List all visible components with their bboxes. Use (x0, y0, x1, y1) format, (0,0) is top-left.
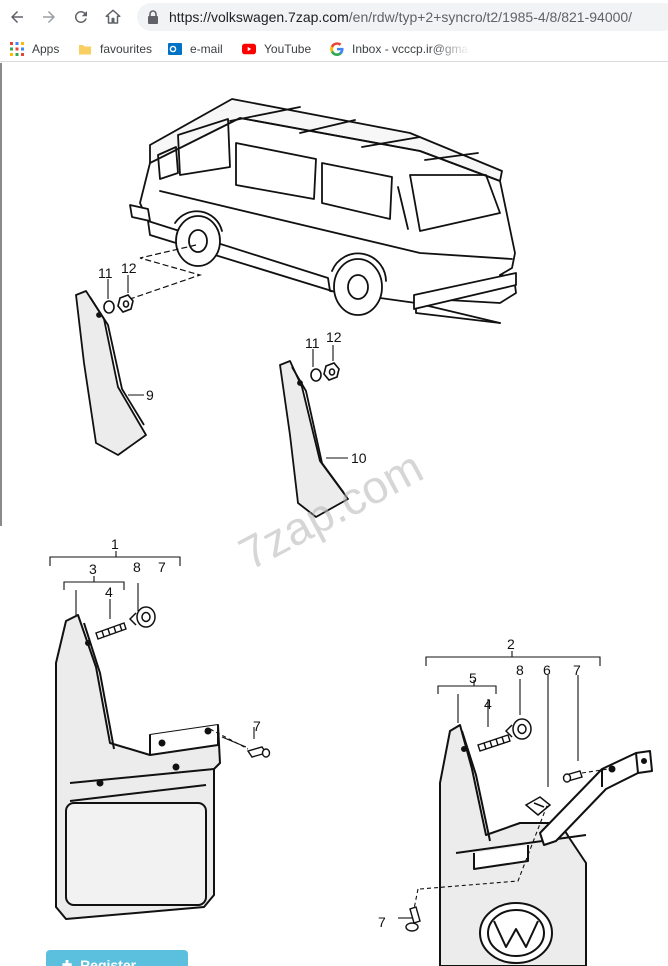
screw-part-7-right-top (562, 770, 583, 783)
url-host: https://volkswagen.7zap.com (169, 9, 349, 25)
leader-lines-top-right (312, 345, 348, 459)
screw-part-7-left (246, 746, 271, 758)
callout-8-left: 8 (133, 559, 141, 575)
callout-1: 1 (111, 536, 119, 552)
register-button[interactable]: ✚ Register (46, 950, 188, 966)
callout-4-right: 4 (484, 696, 492, 712)
outlook-icon (168, 42, 182, 56)
mudflap-part-3 (55, 614, 221, 920)
callout-5: 5 (469, 670, 477, 686)
folder-icon (78, 42, 92, 56)
forward-button[interactable] (36, 4, 62, 30)
callout-7-left-top: 7 (158, 559, 166, 575)
screw-part-7-right-bottom (405, 906, 421, 932)
bookmarks-bar: Apps favourites e-mail YouTube Inbox - v… (0, 34, 668, 62)
page-content: 11 12 9 11 12 10 1 3 8 7 4 7 2 5 8 6 7 4… (0, 63, 668, 966)
callout-6: 6 (543, 662, 551, 678)
bookmark-fade (430, 38, 470, 58)
callout-8-right: 8 (516, 662, 524, 678)
callout-4-left: 4 (105, 584, 113, 600)
mudflap-part-10 (279, 360, 349, 518)
bookmark-email-label: e-mail (190, 42, 223, 56)
callout-9: 9 (146, 387, 154, 403)
bookmark-favourites[interactable]: favourites (78, 40, 152, 58)
callout-11-top-right: 11 (305, 335, 320, 351)
bracket-group-1 (49, 551, 255, 748)
apps-grid-icon (10, 42, 24, 56)
reload-button[interactable] (68, 4, 94, 30)
home-icon (105, 9, 121, 24)
mudflap-part-9 (75, 290, 147, 456)
bookmark-youtube-label: YouTube (264, 42, 312, 56)
fastener-top-left (103, 294, 134, 314)
callout-7-right-top: 7 (573, 662, 581, 678)
van-leader-lines (129, 244, 203, 300)
callout-3: 3 (89, 561, 97, 577)
clip-part-8-right (504, 718, 532, 740)
home-button[interactable] (100, 4, 126, 30)
dash-leader-right (413, 768, 609, 910)
bookmark-apps-label: Apps (32, 42, 60, 56)
bracket-group-2 (398, 651, 601, 919)
dash-leader-left (209, 728, 249, 750)
back-button[interactable] (4, 4, 30, 30)
browser-toolbar: https://volkswagen.7zap.com/en/rdw/typ+2… (0, 0, 668, 34)
parts-diagram: 11 12 9 11 12 10 1 3 8 7 4 7 2 5 8 6 7 4… (49, 98, 653, 966)
url-path: /en/rdw/typ+2+syncro/t2/1985-4/8/821-940… (348, 9, 633, 25)
bookmark-favourites-label: favourites (100, 42, 153, 56)
lock-icon (148, 10, 158, 24)
diagram-panel-top (0, 63, 668, 526)
callout-10: 10 (351, 450, 367, 466)
van-illustration (129, 98, 517, 324)
clip-part-6-right (524, 796, 552, 816)
arrow-left-icon (11, 11, 23, 23)
callout-7-right-bottom: 7 (378, 914, 386, 930)
leader-lines-top-left (107, 275, 144, 396)
google-icon (330, 42, 344, 56)
screw-part-4-left (95, 622, 127, 640)
url-text[interactable]: https://volkswagen.7zap.com/en/rdw/typ+2… (169, 9, 632, 25)
clip-part-8-left (128, 606, 156, 628)
reload-icon (74, 10, 87, 23)
callout-12-top-left: 12 (121, 260, 137, 276)
callout-2: 2 (507, 636, 515, 652)
user-plus-icon: ✚ (62, 958, 73, 966)
fastener-top-right (310, 362, 340, 382)
callout-7-left-side: 7 (253, 718, 261, 734)
screw-part-4-right (477, 734, 511, 752)
address-bar[interactable]: https://volkswagen.7zap.com/en/rdw/typ+2… (137, 3, 668, 31)
bookmark-youtube[interactable]: YouTube (242, 40, 311, 58)
arrow-right-icon (43, 11, 55, 23)
bracket-part-right (539, 750, 653, 846)
callout-12-top-right: 12 (326, 329, 342, 345)
callout-11-top-left: 11 (98, 265, 113, 281)
register-button-label: Register (80, 957, 137, 966)
bookmark-email[interactable]: e-mail (168, 40, 223, 58)
mudflap-part-5 (439, 724, 587, 966)
youtube-icon (242, 42, 256, 56)
bookmark-apps[interactable]: Apps (10, 40, 59, 58)
